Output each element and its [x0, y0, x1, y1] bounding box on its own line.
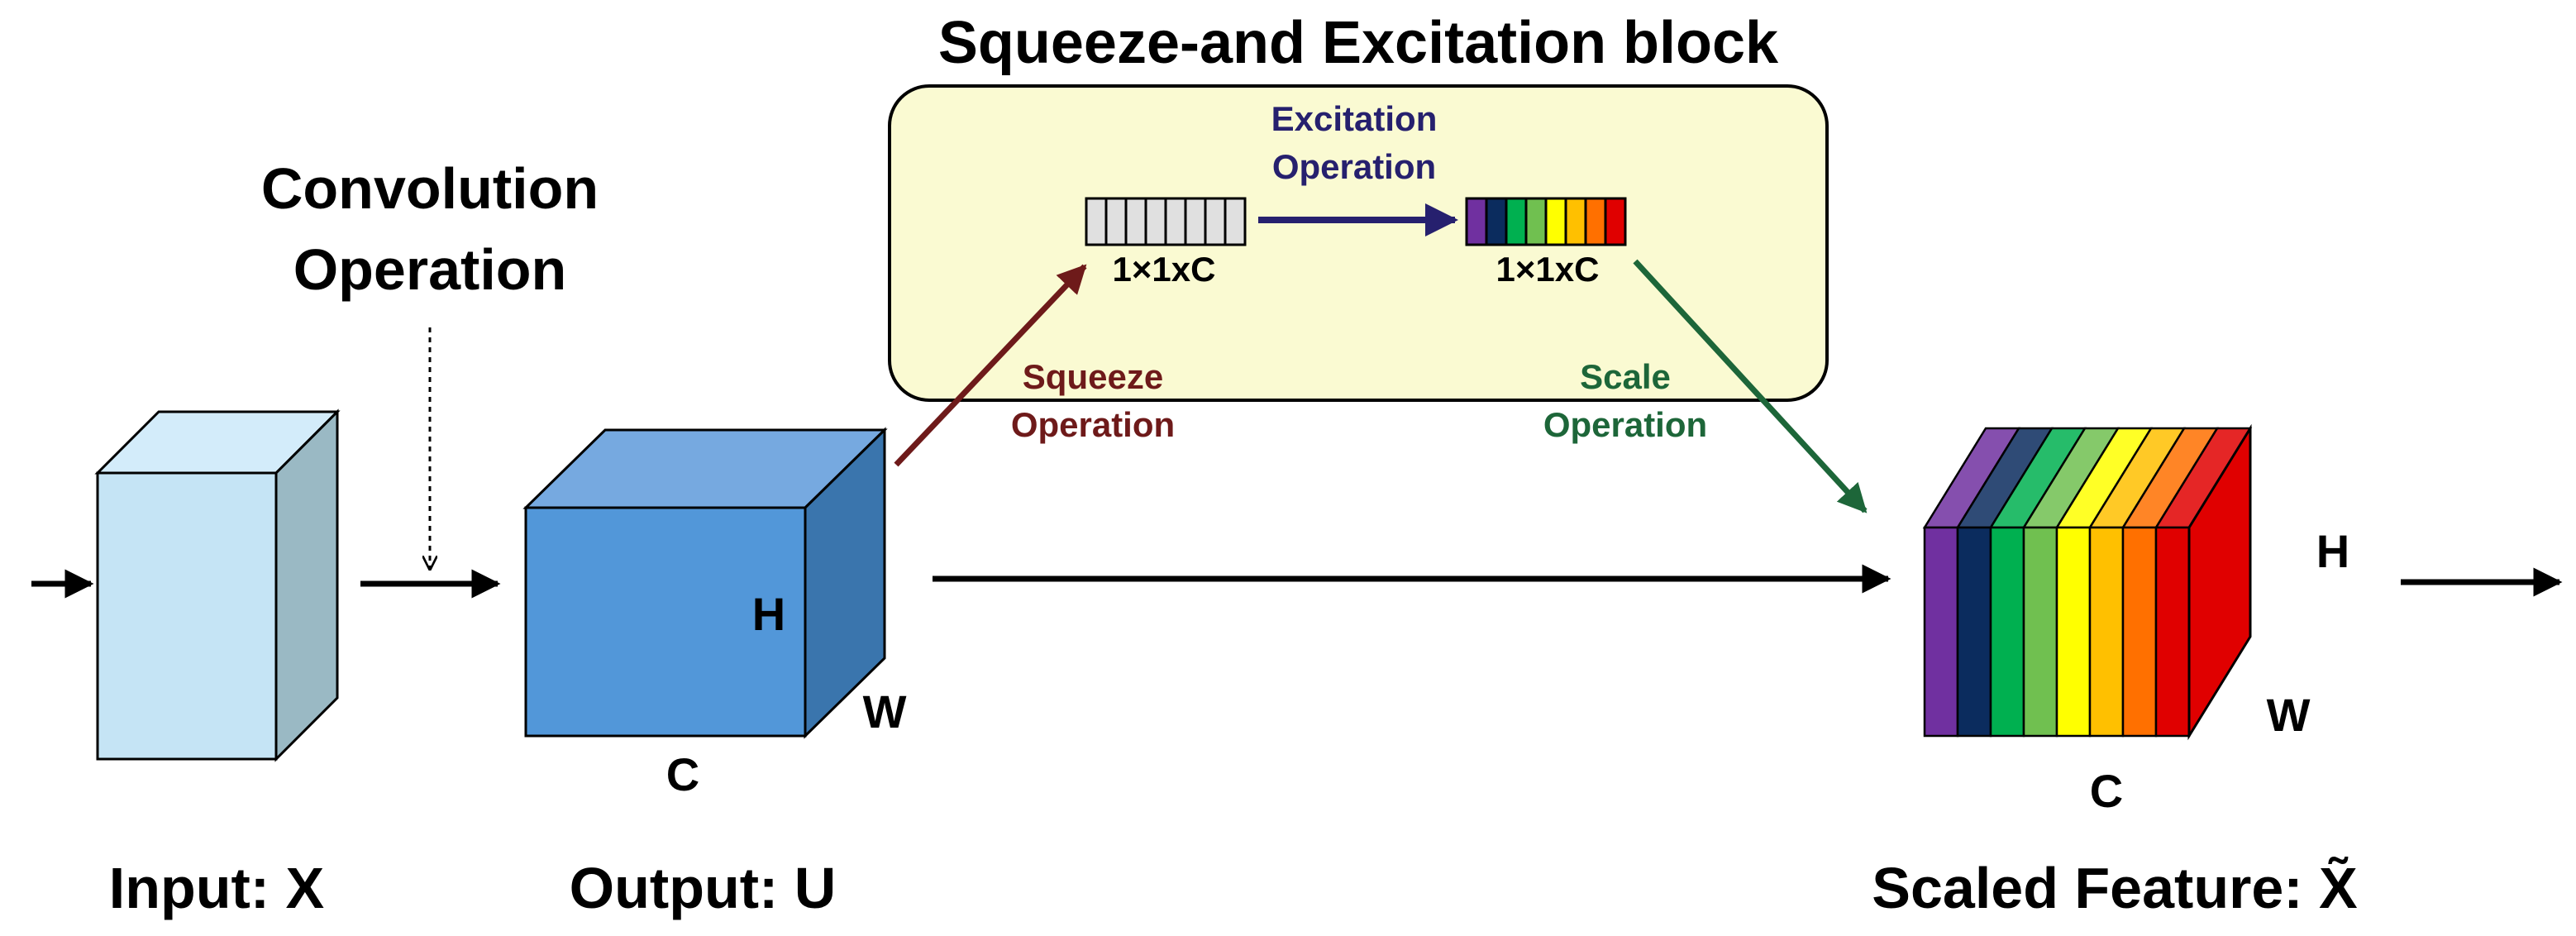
input-cube-front [96, 471, 278, 761]
se-block-title: Squeeze-and Excitation block [938, 10, 1779, 76]
scale-label-line2: Operation [1543, 405, 1707, 444]
convolution-label-line2: Operation [293, 237, 567, 302]
excited-vector-cell [1505, 197, 1528, 246]
scaled-cube-channel [1956, 526, 1992, 738]
scaled-cube-channel [2088, 526, 2125, 738]
scale-arrow [1633, 259, 1868, 513]
output-cube-front [524, 506, 807, 738]
squeeze-label-line1: Squeeze [1023, 357, 1163, 396]
scaled-cube-side [2187, 423, 2252, 741]
se-block-panel [888, 84, 1829, 402]
scale-label-line1: Scale [1580, 357, 1671, 396]
output-caption: Output: U [570, 856, 837, 920]
convolution-label-line1: Convolution [261, 156, 599, 221]
excited-vector-cell [1524, 197, 1548, 246]
excited-vector-cell [1485, 197, 1508, 246]
squeezed-vector-cell [1224, 197, 1247, 246]
excited-vector [1465, 197, 1627, 246]
squeeze-arrow [894, 264, 1087, 467]
scaled-dim-h: H [2316, 525, 2349, 577]
squeezed-vector [1085, 197, 1247, 246]
input-tensor-cube [94, 408, 341, 762]
scaled-dim-w: W [2267, 689, 2311, 741]
input-cube-side [274, 408, 339, 762]
squeezed-vector-cell [1085, 197, 1108, 246]
input-caption: Input: X [109, 856, 325, 920]
excited-vector-cell [1584, 197, 1607, 246]
scaled-caption: Scaled Feature: X̃ [1872, 856, 2358, 920]
squeeze-label-line2: Operation [1011, 405, 1175, 444]
squeezed-vector-cell [1124, 197, 1147, 246]
excited-vector-cell [1465, 197, 1488, 246]
output-tensor-cube [522, 427, 888, 739]
scaled-cube-channel [2022, 526, 2058, 738]
squeezed-vector-cell [1104, 197, 1128, 246]
output-dim-c: C [666, 748, 699, 800]
output-dim-h: H [752, 588, 785, 640]
scaled-cube-channel [1923, 526, 1959, 738]
scaled-feature-cube [1922, 423, 2253, 741]
scaled-cube-channel [2055, 526, 2092, 738]
excited-vector-cell [1544, 197, 1567, 246]
squeezed-vector-cell [1184, 197, 1207, 246]
excitation-label-line1: Excitation [1271, 99, 1438, 138]
excited-vector-label: 1×1xC [1496, 250, 1600, 289]
squeezed-vector-cell [1144, 197, 1167, 246]
scaled-cube-channel [2154, 526, 2191, 738]
excited-vector-cell [1564, 197, 1587, 246]
excited-vector-cell [1604, 197, 1627, 246]
output-dim-w: W [863, 685, 907, 738]
scaled-cube-channel [1989, 526, 2025, 738]
squeezed-vector-label: 1×1xC [1113, 250, 1216, 289]
squeezed-vector-cell [1164, 197, 1187, 246]
scaled-cube-channel [2121, 526, 2158, 738]
excitation-label-line2: Operation [1272, 147, 1436, 186]
squeezed-vector-cell [1204, 197, 1227, 246]
scaled-dim-c: C [2090, 765, 2123, 817]
